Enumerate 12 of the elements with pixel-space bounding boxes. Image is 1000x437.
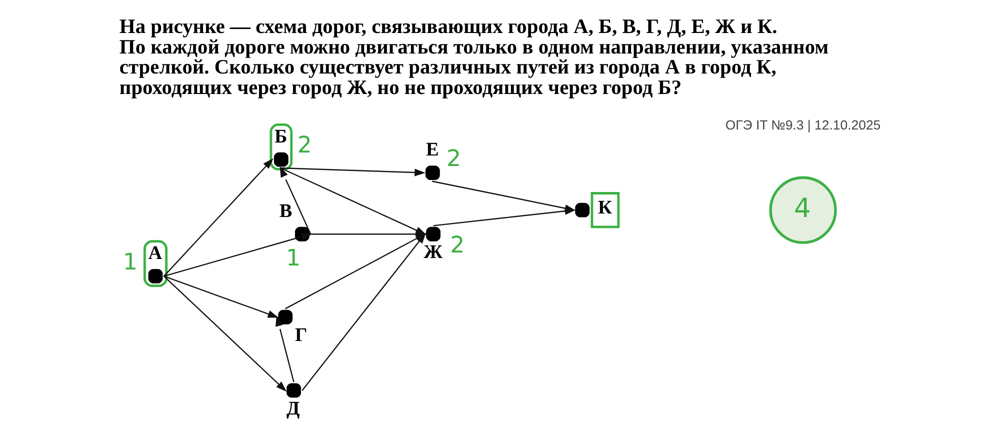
node-label: В (279, 201, 292, 222)
node-label: 1 (286, 246, 300, 272)
node-label: Ж (424, 242, 443, 263)
node-label: 2 (450, 232, 465, 258)
node-label: Г (294, 324, 308, 346)
label: ОГЭ IT №9.3 | 12.10.2025 (725, 117, 881, 132)
node-label: 2 (446, 146, 462, 172)
node-label: 1 (123, 249, 138, 276)
node-label: 2 (297, 132, 312, 159)
node-label: Д (286, 398, 300, 420)
diagram-title: На рисунке — схема дорог, связывающих города А, Б, В, Г, Д, Е, Ж и К. По каждой дороге можно двигаться только в одном направлении, указанном стрелкой. Сколько существует различных путей из города А в город К, проходящих через город Ж, но не проходящих через город Б? (119, 16, 829, 100)
node-label: Е (426, 140, 439, 161)
